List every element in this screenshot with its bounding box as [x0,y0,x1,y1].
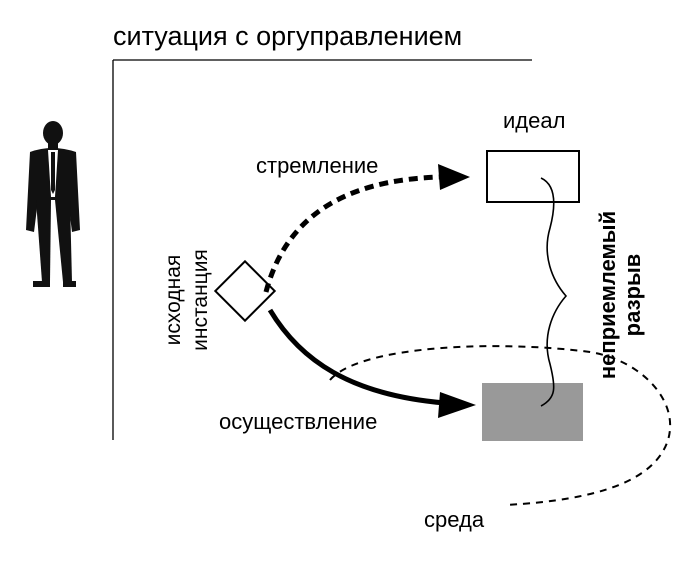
gap-brace [540,177,568,407]
ideal-label: идеал [503,108,565,133]
environment-label: среда [424,507,485,532]
aspiration-label: стремление [256,153,378,178]
businessman-silhouette-icon [26,121,80,287]
initial-instance-label-line1: исходная [162,255,185,346]
aspiration-arrow [263,174,441,293]
realization-arrow [267,308,446,406]
diagram-title: ситуация с оргуправлением [113,21,462,51]
gap-label-line1: неприемлемый [595,211,620,379]
gap-label-line2: разрыв [620,254,645,337]
initial-instance-diamond [213,259,277,323]
environment-boundary [329,345,671,506]
initial-instance-label-line2: инстанция [189,249,212,351]
aspiration-arrowhead [438,164,470,190]
ideal-box [486,150,580,203]
reality-box [482,383,583,441]
realization-label: осуществление [219,409,377,434]
realization-arrowhead [438,392,476,418]
